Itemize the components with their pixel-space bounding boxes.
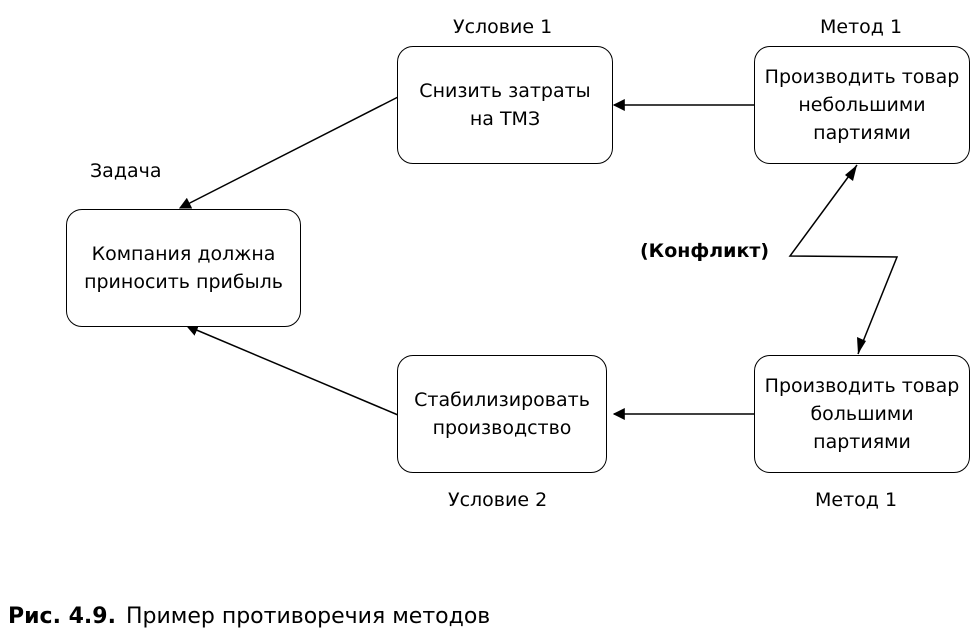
goal-line-2: приносить прибыль (84, 271, 283, 293)
condition2-line-1: Стабилизировать (414, 389, 590, 411)
method2-line-2: большими (810, 403, 914, 425)
task-label: Задача (90, 160, 162, 182)
arrow-condition1-to-goal (178, 96, 399, 209)
condition2-box: Стабилизировать производство (397, 355, 607, 473)
condition1-line-2: на ТМЗ (469, 108, 541, 130)
method1-top-label: Метод 1 (820, 16, 903, 38)
condition2-label: Условие 2 (448, 489, 548, 511)
condition2-line-2: производство (432, 417, 572, 439)
method1-box: Производить товар небольшими партиями (754, 46, 970, 164)
method1-line-2: небольшими (798, 94, 926, 116)
method1-line-1: Производить товар (764, 66, 960, 88)
conflict-label: (Конфликт) (640, 240, 770, 262)
goal-line-1: Компания должна (91, 243, 276, 265)
figure-caption-text: Пример противоречия методов (125, 604, 491, 629)
figure-caption: Рис. 4.9. Пример противоречия методов (8, 603, 490, 631)
condition1-box: Снизить затраты на ТМЗ (397, 46, 613, 164)
method2-line-1: Производить товар (764, 375, 960, 397)
conflict-arrowhead-top (845, 165, 857, 181)
figure-number: Рис. 4.9. (8, 604, 116, 629)
method2-line-3: партиями (813, 431, 911, 453)
condition1-label: Условие 1 (453, 16, 553, 38)
method2-box: Производить товар большими партиями (754, 355, 970, 473)
arrow-condition2-to-goal (185, 324, 399, 416)
method1-bottom-label: Метод 1 (815, 489, 898, 511)
method1-line-3: партиями (813, 122, 911, 144)
goal-box: Компания должна приносить прибыль (66, 209, 301, 327)
conflict-arrowhead-bottom (857, 337, 866, 354)
condition1-line-1: Снизить затраты (419, 80, 591, 102)
conflict-lightning-line (788, 164, 899, 355)
